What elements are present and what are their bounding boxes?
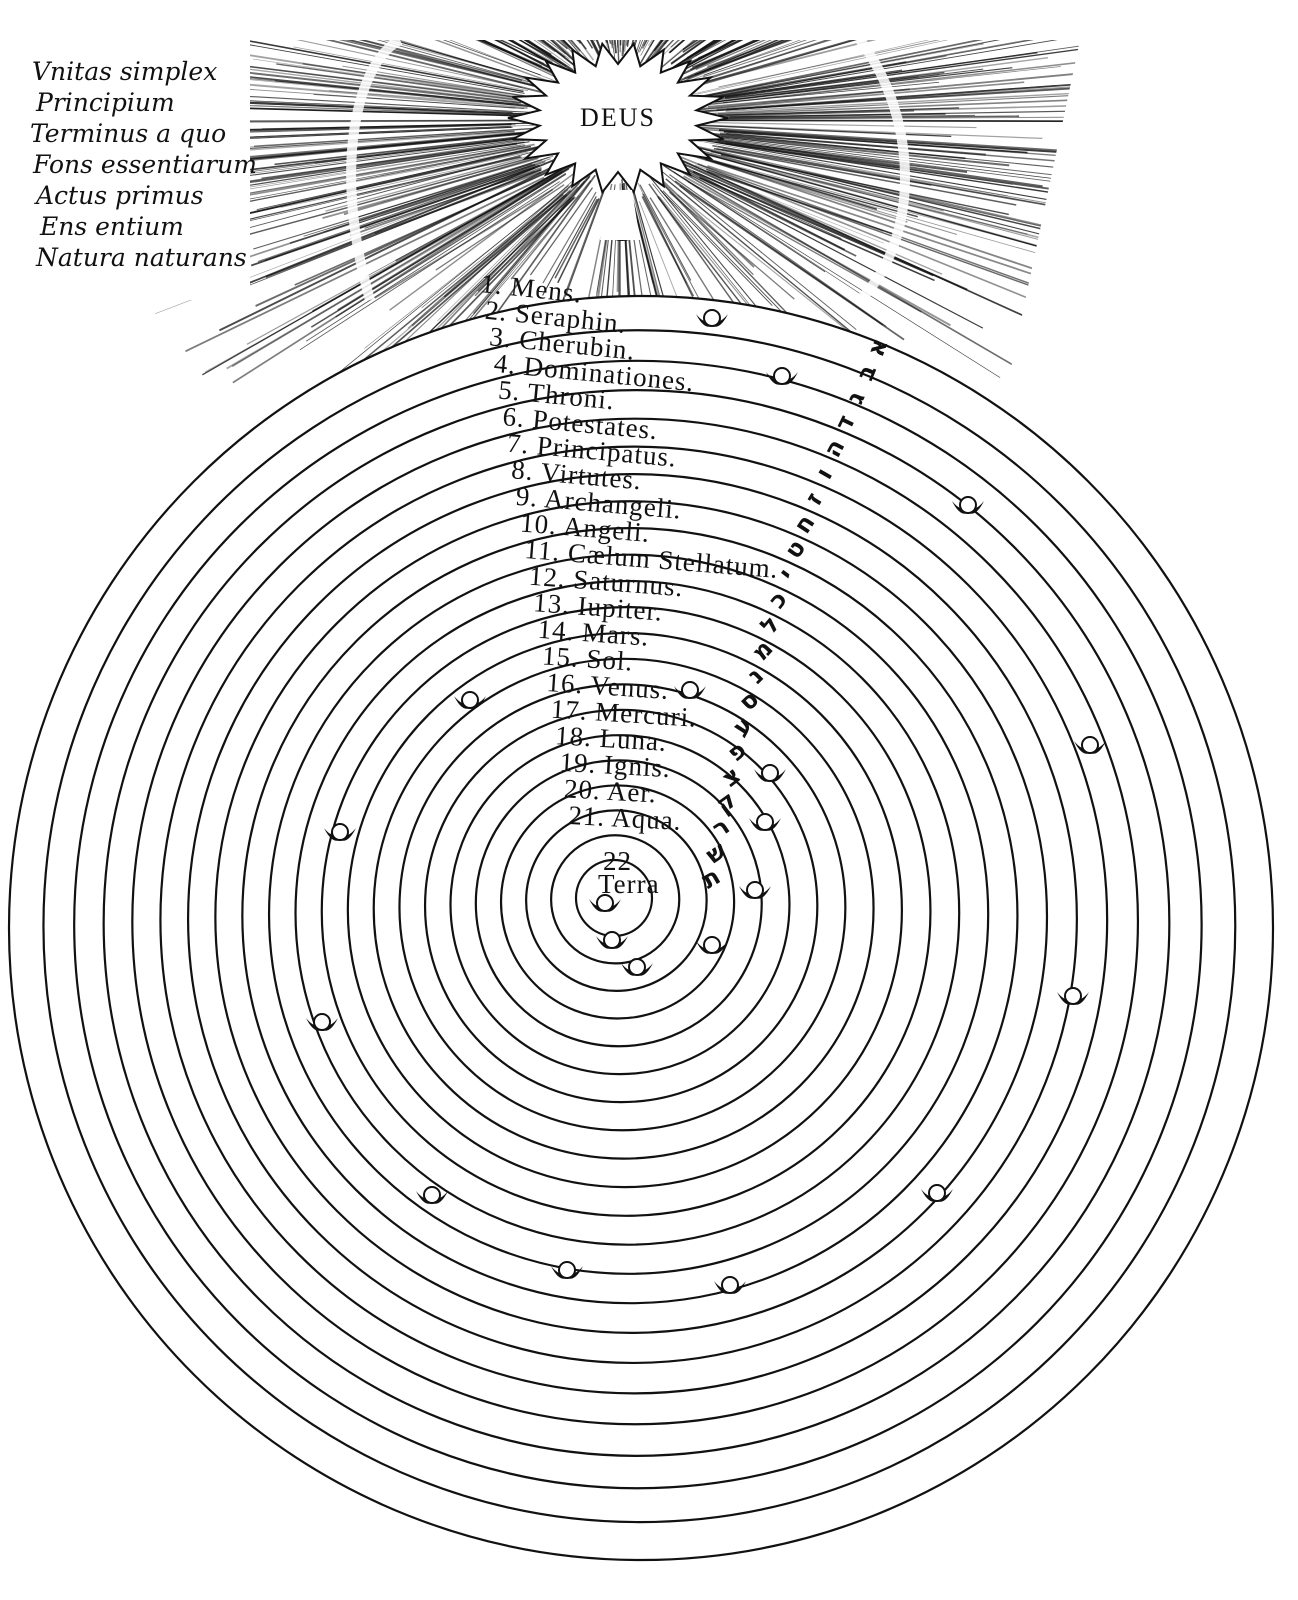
divine-attribute: Natura naturans (35, 243, 247, 272)
divine-attribute: Actus primus (34, 181, 204, 210)
ray-line (715, 161, 1049, 250)
sphere-label: 21. Aqua. (568, 800, 683, 836)
ray-line (558, 199, 599, 283)
terra-label: Terra (598, 869, 660, 899)
divine-attribute: Principium (35, 88, 175, 117)
deus-label: DEUS (580, 103, 656, 132)
divine-attribute: Vnitas simplex (32, 57, 217, 86)
ray-line (248, 120, 549, 121)
ray-line (690, 166, 884, 243)
paper (0, 0, 1298, 40)
divine-attribute: Terminus a quo (30, 119, 226, 148)
divine-attribute: Ens entium (39, 212, 184, 241)
divine-attribute: Fons essentiarum (32, 150, 257, 179)
